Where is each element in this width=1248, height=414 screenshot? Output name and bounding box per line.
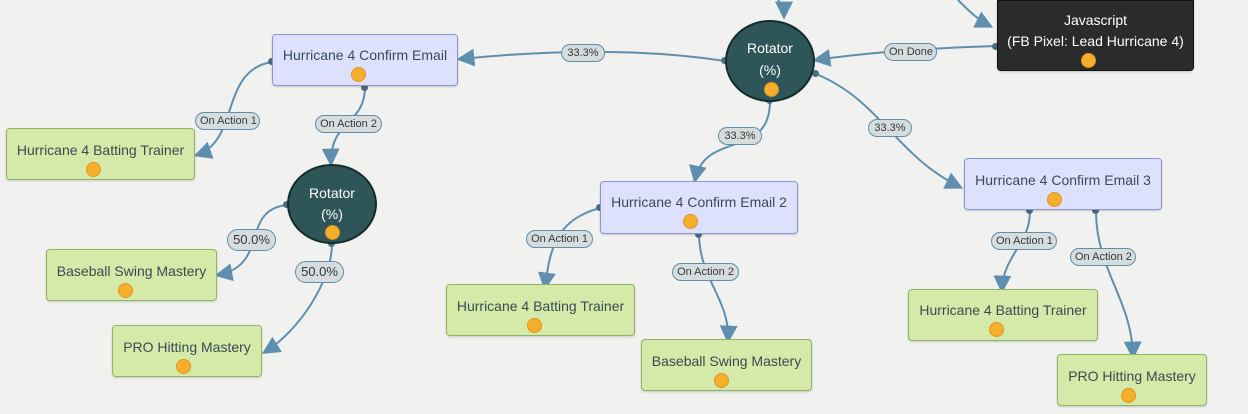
node-confirm-email-1[interactable]: Hurricane 4 Confirm Email (272, 34, 458, 86)
node-title: PRO Hitting Mastery (1068, 368, 1196, 384)
port[interactable] (812, 70, 819, 77)
node-subtitle: (%) (321, 206, 343, 222)
node-title: Hurricane 4 Batting Trainer (16, 142, 185, 158)
port[interactable] (596, 204, 603, 211)
node-title: PRO Hitting Mastery (123, 339, 251, 355)
node-pro-hitting-right[interactable]: PRO Hitting Mastery (1057, 354, 1207, 406)
node-swing-mastery-left[interactable]: Baseball Swing Mastery (46, 249, 217, 301)
port[interactable] (695, 231, 702, 238)
node-subtitle: (FB Pixel: Lead Hurricane 4) (1007, 33, 1184, 49)
port[interactable] (283, 201, 290, 208)
connector-confirm3-to-pro[interactable] (1095, 210, 1142, 360)
status-dot-icon (1081, 53, 1096, 68)
node-title: Hurricane 4 Batting Trainer (919, 302, 1087, 318)
node-title: Rotator (747, 40, 793, 56)
status-dot-icon (989, 322, 1004, 337)
connector-confirm2-to-swing[interactable] (698, 234, 738, 344)
edge-label-on-done[interactable]: On Done (884, 43, 937, 61)
node-title: Hurricane 4 Confirm Email (282, 47, 448, 63)
port[interactable] (1026, 207, 1033, 214)
node-javascript[interactable]: Javascript (FB Pixel: Lead Hurricane 4) (997, 0, 1194, 71)
port[interactable] (721, 57, 728, 64)
edge-label-c1-action1[interactable]: On Action 1 (195, 112, 260, 130)
status-dot-icon (527, 318, 542, 333)
node-title: Rotator (309, 185, 355, 201)
node-confirm-email-2[interactable]: Hurricane 4 Confirm Email 2 (600, 181, 798, 234)
status-dot-icon (1047, 192, 1062, 207)
status-dot-icon (1121, 388, 1136, 403)
node-rotator-left[interactable]: Rotator (%) (287, 164, 377, 244)
status-dot-icon (714, 373, 729, 388)
node-swing-mastery-mid[interactable]: Baseball Swing Mastery (641, 339, 812, 391)
node-subtitle: (%) (759, 62, 781, 78)
port[interactable] (1092, 207, 1099, 214)
node-batting-trainer-right[interactable]: Hurricane 4 Batting Trainer (908, 289, 1098, 341)
node-batting-trainer-left[interactable]: Hurricane 4 Batting Trainer (6, 128, 195, 180)
edge-label-rotator-top[interactable]: 50.0% (227, 229, 276, 251)
node-title: Hurricane 4 Confirm Email 3 (975, 172, 1151, 188)
node-title: Baseball Swing Mastery (651, 353, 802, 369)
status-dot-icon (683, 214, 698, 229)
port[interactable] (361, 84, 368, 91)
edge-label-main-left[interactable]: 33.3% (561, 44, 605, 62)
port[interactable] (268, 58, 275, 65)
node-title: Javascript (1063, 12, 1128, 28)
connector-confirm3-to-trainer[interactable] (993, 210, 1031, 294)
edge-label-c3-action1[interactable]: On Action 1 (991, 232, 1057, 250)
node-title: Baseball Swing Mastery (56, 263, 207, 279)
status-dot-icon (176, 359, 191, 374)
connector-rotator-to-pro[interactable] (261, 243, 333, 354)
edge-label-c3-action2[interactable]: On Action 2 (1070, 248, 1136, 266)
edge-label-c2-action2[interactable]: On Action 2 (672, 263, 739, 281)
edge-label-rotator-bottom[interactable]: 50.0% (295, 261, 344, 283)
node-confirm-email-3[interactable]: Hurricane 4 Confirm Email 3 (964, 158, 1162, 210)
status-dot-icon (764, 82, 779, 97)
status-dot-icon (118, 283, 133, 298)
edge-label-main-mid[interactable]: 33.3% (718, 127, 762, 145)
status-dot-icon (86, 162, 101, 177)
port[interactable] (992, 43, 999, 50)
edge-label-c1-action2[interactable]: On Action 2 (315, 115, 382, 133)
connector-confirm1-to-trainer[interactable] (193, 61, 273, 159)
status-dot-icon (351, 67, 366, 82)
edge-label-c2-action1[interactable]: On Action 1 (526, 230, 593, 248)
edge-label-main-right[interactable]: 33.3% (868, 119, 912, 137)
node-batting-trainer-mid[interactable]: Hurricane 4 Batting Trainer (446, 284, 635, 336)
connector-incoming-js[interactable] (957, 0, 994, 28)
node-title: Hurricane 4 Batting Trainer (456, 298, 625, 314)
node-title: Hurricane 4 Confirm Email 2 (611, 194, 787, 210)
connector-incoming-main[interactable] (774, 0, 793, 20)
status-dot-icon (325, 225, 340, 240)
node-pro-hitting-left[interactable]: PRO Hitting Mastery (112, 325, 262, 377)
node-rotator-main[interactable]: Rotator (%) (725, 20, 815, 102)
